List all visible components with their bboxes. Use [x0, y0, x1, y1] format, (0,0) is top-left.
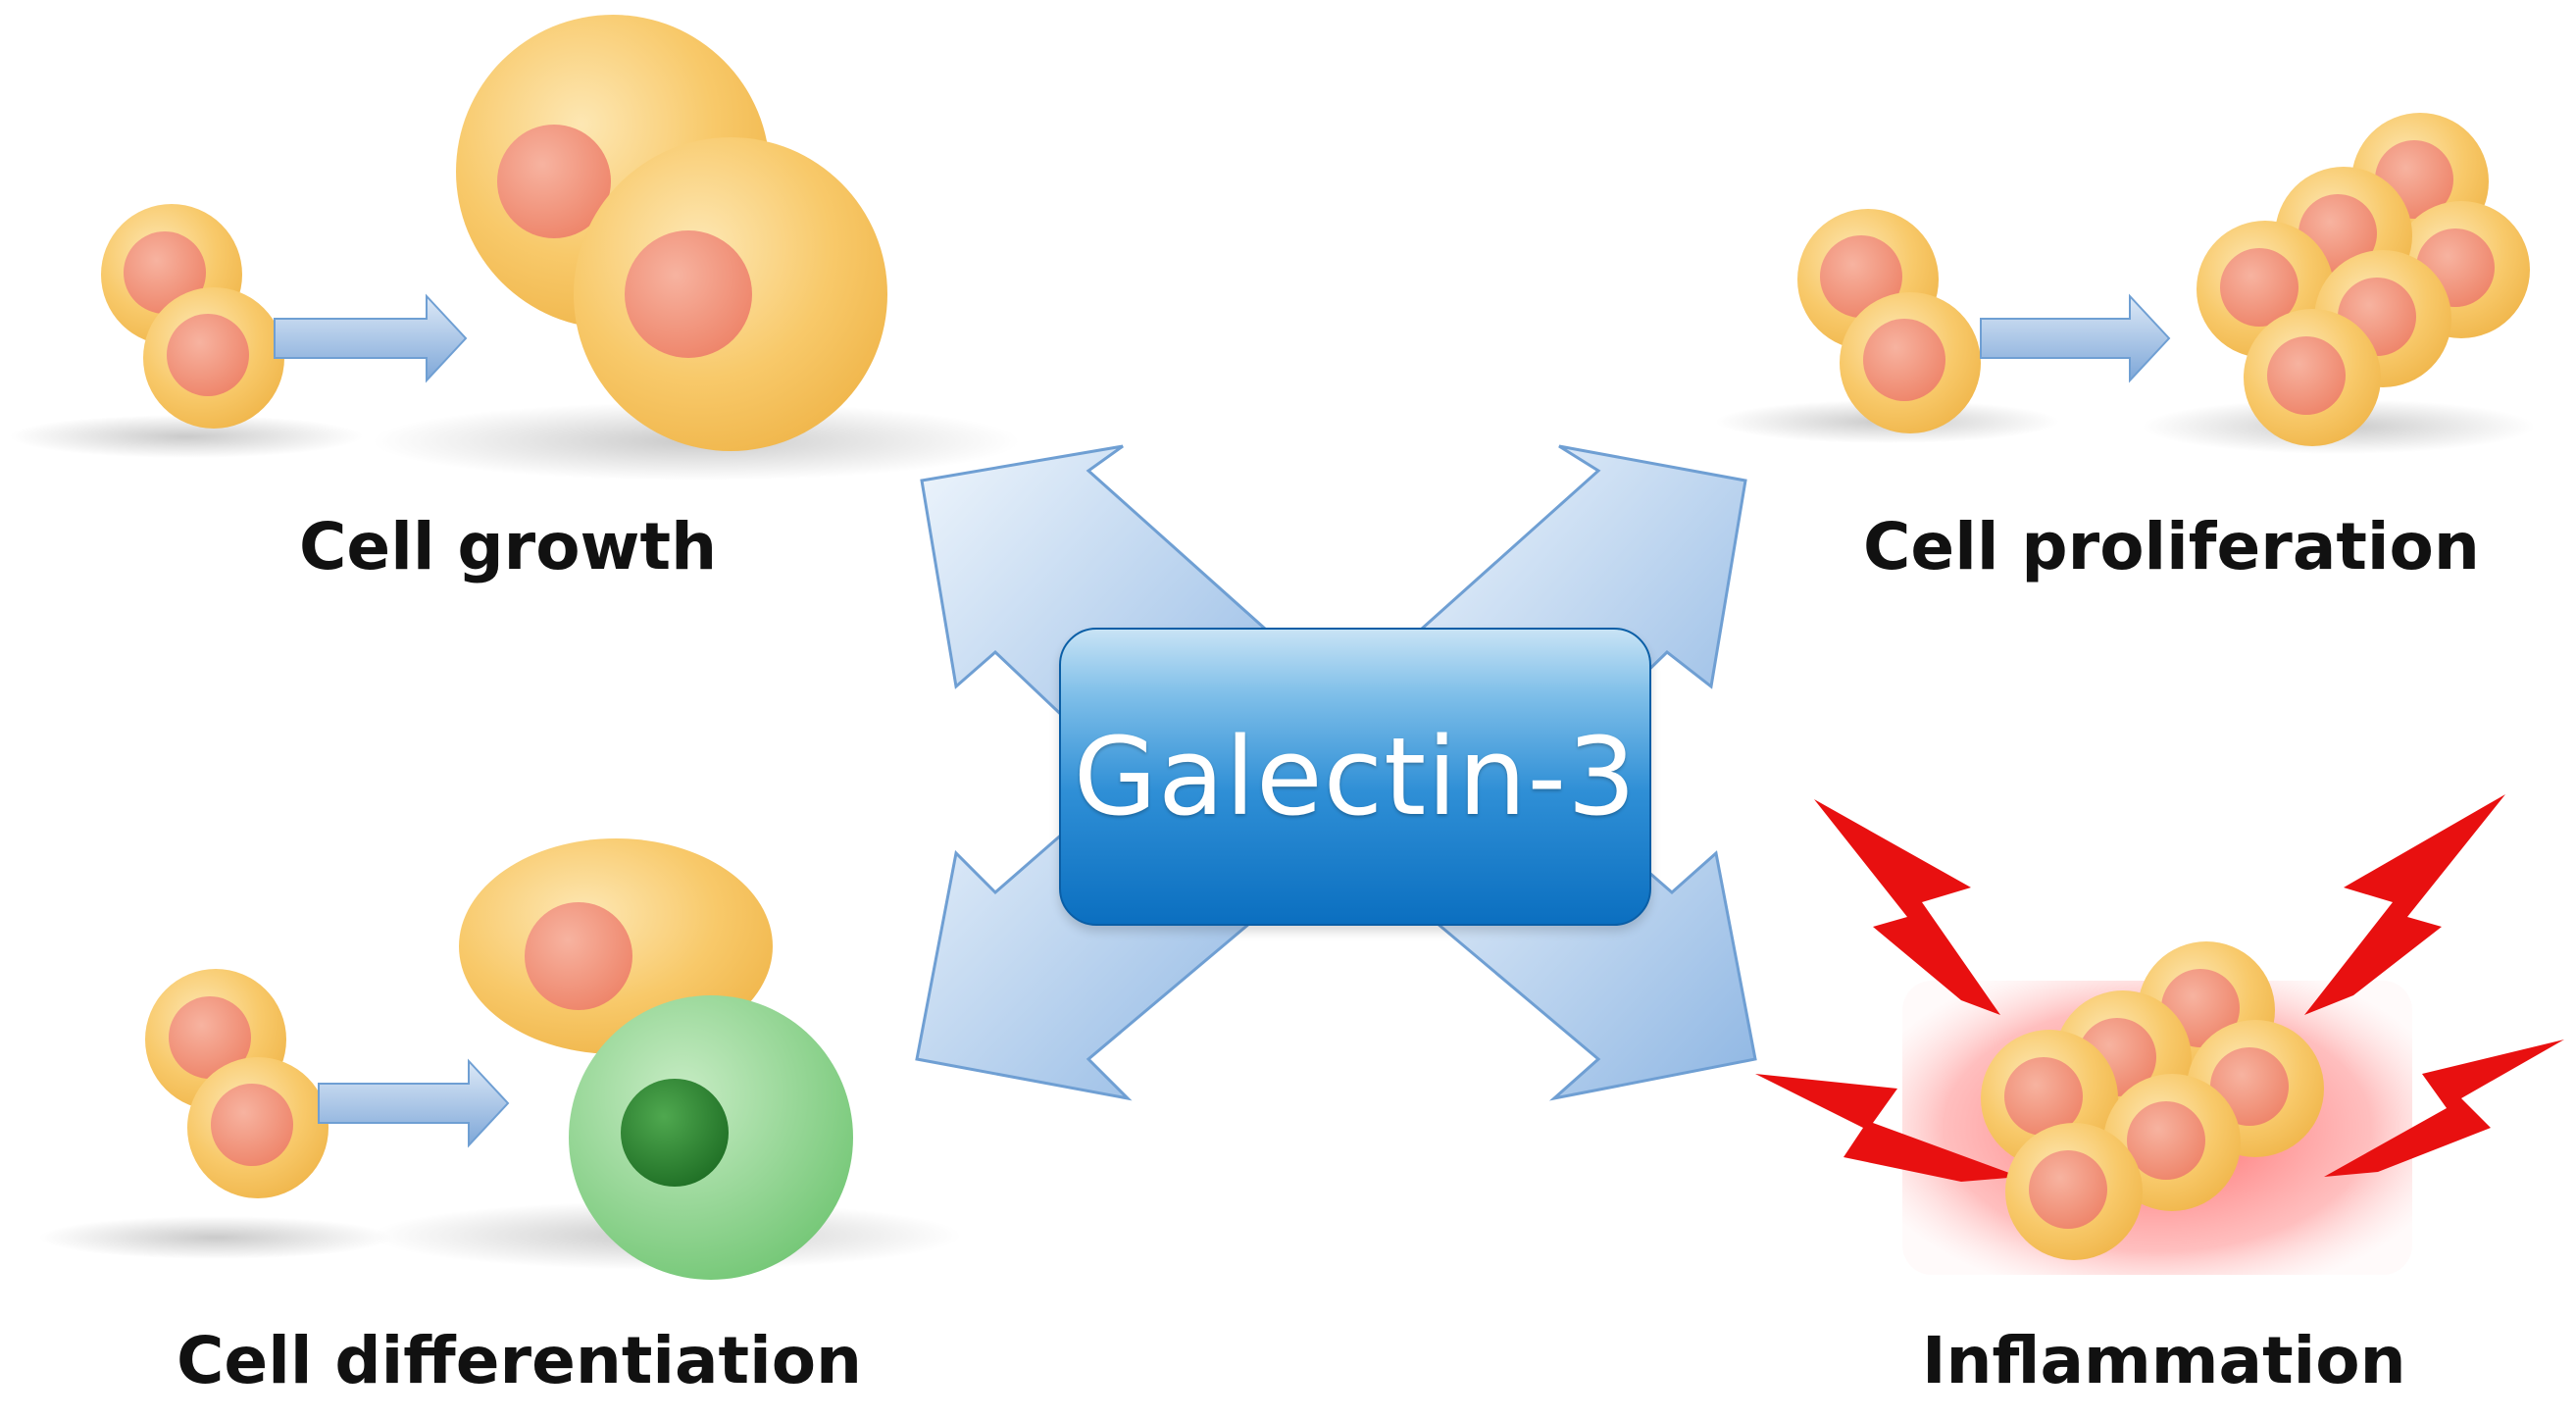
hub-title: Galectin-3: [1073, 714, 1638, 839]
cell-growth-illustration: [10, 15, 1020, 481]
label-inflammation: Inflammation: [1922, 1323, 2406, 1398]
growth-arrow: [274, 293, 468, 383]
small-cell: [143, 287, 284, 429]
cell-differentiation-illustration: [39, 838, 961, 1280]
differentiated-cell: [569, 995, 853, 1280]
small-cell: [187, 1057, 328, 1198]
cell-proliferation-illustration: [1716, 113, 2535, 454]
small-cell: [1840, 292, 1981, 433]
lightning-bolt-icon: [1755, 794, 2564, 1182]
cell-cluster: [1981, 941, 2324, 1260]
proliferation-arrow: [1980, 293, 2171, 383]
differentiation-arrow: [318, 1058, 510, 1148]
cell-cluster: [2197, 113, 2530, 446]
label-cell-proliferation: Cell proliferation: [1863, 509, 2480, 584]
label-cell-growth: Cell growth: [299, 509, 718, 584]
label-cell-differentiation: Cell differentiation: [177, 1323, 863, 1398]
inflammation-illustration: [1755, 794, 2564, 1275]
galectin-3-hub: Galectin-3: [1059, 628, 1651, 926]
large-cell: [574, 137, 887, 451]
